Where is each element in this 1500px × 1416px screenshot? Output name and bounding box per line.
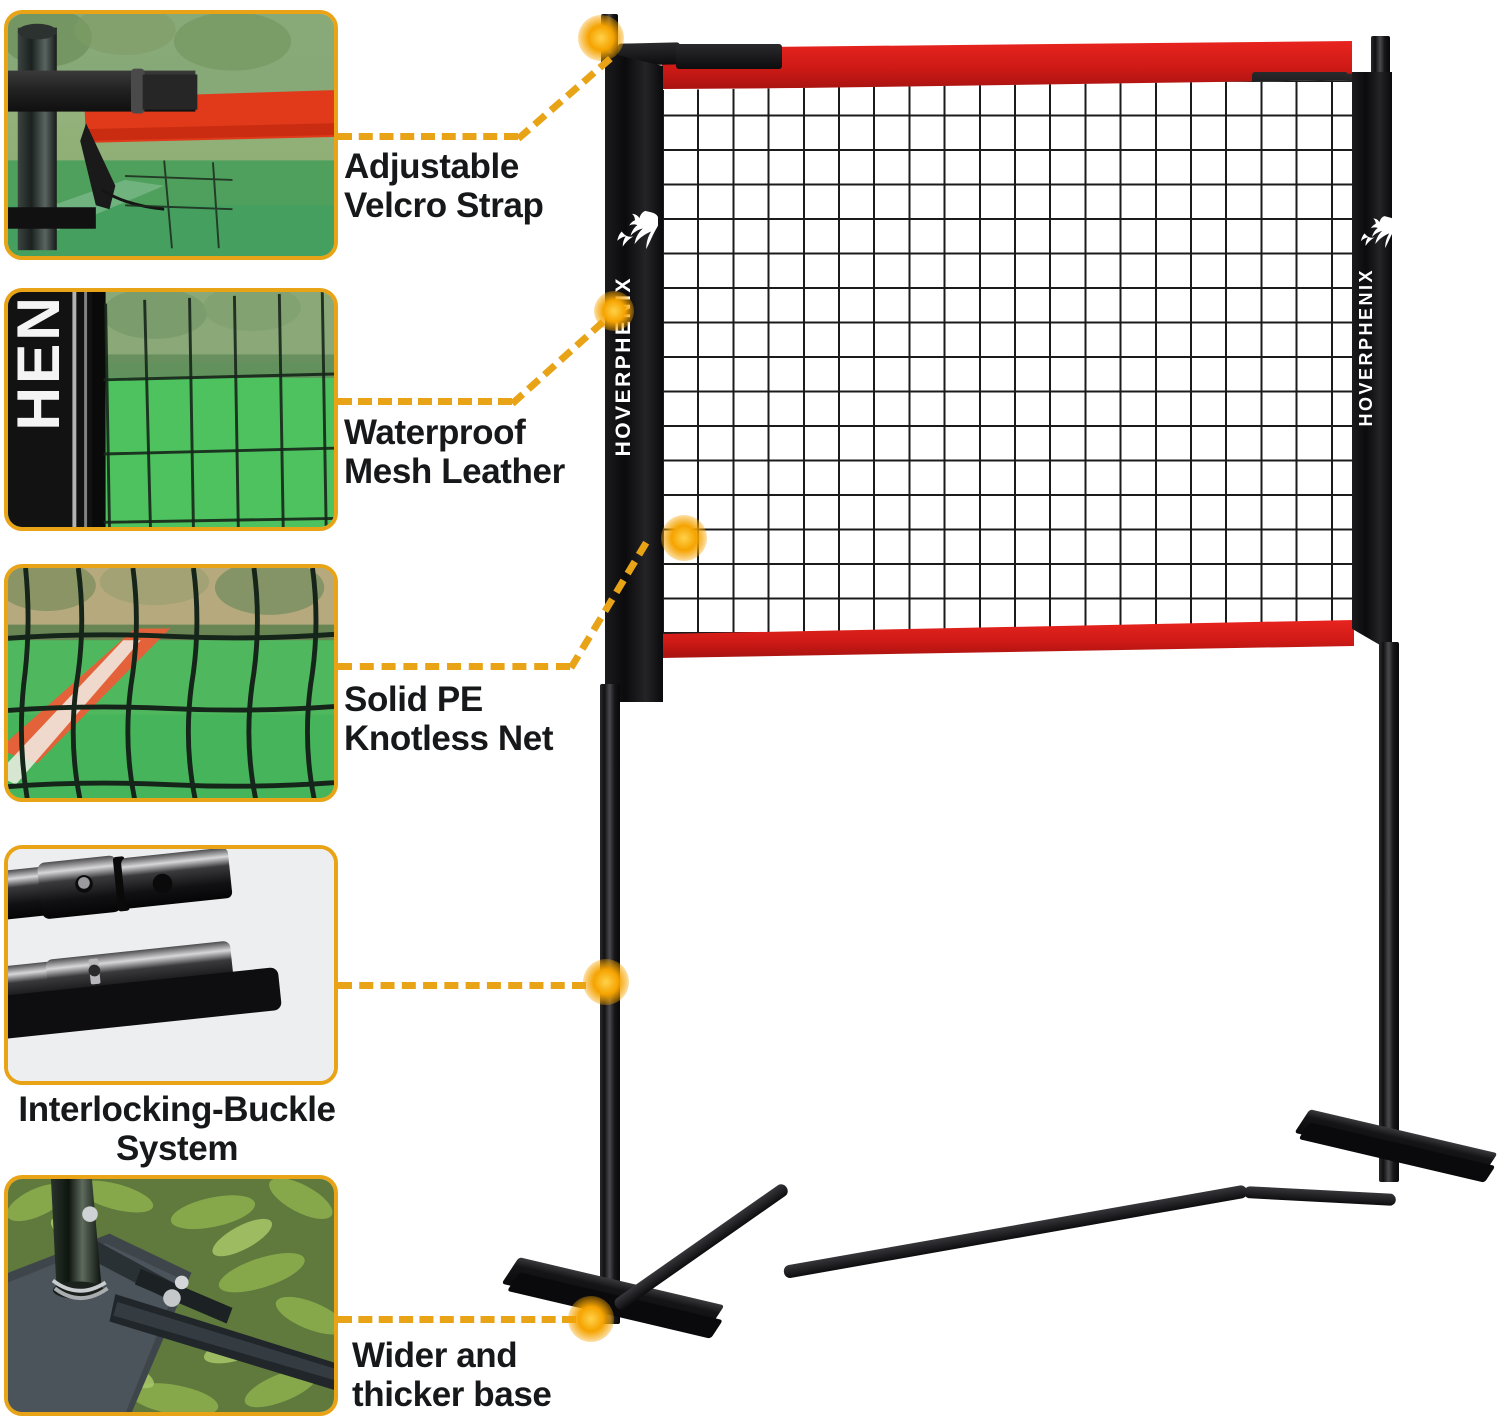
wider-base-photo [4, 1175, 338, 1416]
hotspot-marker-mesh-leather[interactable] [594, 291, 634, 331]
ground-brace-segment-mid [782, 1184, 1248, 1279]
hotspot-marker-pe-net[interactable] [661, 515, 707, 561]
hotspot-marker-velcro[interactable] [578, 15, 624, 61]
interlocking-buckle-photo-art [8, 849, 334, 1081]
callout-label-velcro: Adjustable Velcro Strap [344, 147, 544, 226]
left-velcro-strap-wrap [676, 44, 782, 69]
phoenix-icon-right [1360, 216, 1395, 249]
pe-net-connector-horizontal [338, 663, 570, 670]
right-upright-pole [1379, 642, 1399, 1182]
ground-brace-segment-upper [1243, 1186, 1397, 1206]
phoenix-icon-left [617, 210, 658, 250]
knotless-pe-mesh [662, 80, 1354, 652]
callout-label-pe-net: Solid PE Knotless Net [344, 680, 554, 759]
velcro-strap-photo [4, 10, 338, 260]
wider-base-photo-art [8, 1179, 334, 1412]
knotless-net-photo-art [8, 568, 334, 798]
mesh-leather-photo: HEN [4, 288, 338, 531]
hotspot-marker-buckle[interactable] [583, 959, 629, 1005]
callout-label-buckle: Interlocking-Buckle System [18, 1090, 336, 1169]
callout-label-base: Wider and thicker base [352, 1336, 552, 1415]
left-side-panel [605, 52, 663, 702]
knotless-net-photo [4, 564, 338, 802]
velcro-connector-horizontal [338, 133, 518, 140]
ground-brace-segment-lower [612, 1181, 791, 1312]
mesh-leather-photo-art: HEN [8, 292, 334, 527]
hotspot-marker-base[interactable] [568, 1296, 614, 1342]
svg-text:HEN: HEN [8, 294, 72, 431]
callout-label-mesh-leather: Waterproof Mesh Leather [344, 413, 565, 492]
brand-name-right: HOVERPHENIX [1356, 268, 1376, 427]
velcro-strap-photo-art [8, 14, 334, 256]
mesh-leather-connector-horizontal [338, 398, 512, 405]
base-connector-horizontal [338, 1316, 576, 1323]
interlocking-buckle-photo [4, 845, 338, 1085]
buckle-connector-horizontal [338, 982, 586, 989]
right-side-panel [1352, 72, 1392, 652]
